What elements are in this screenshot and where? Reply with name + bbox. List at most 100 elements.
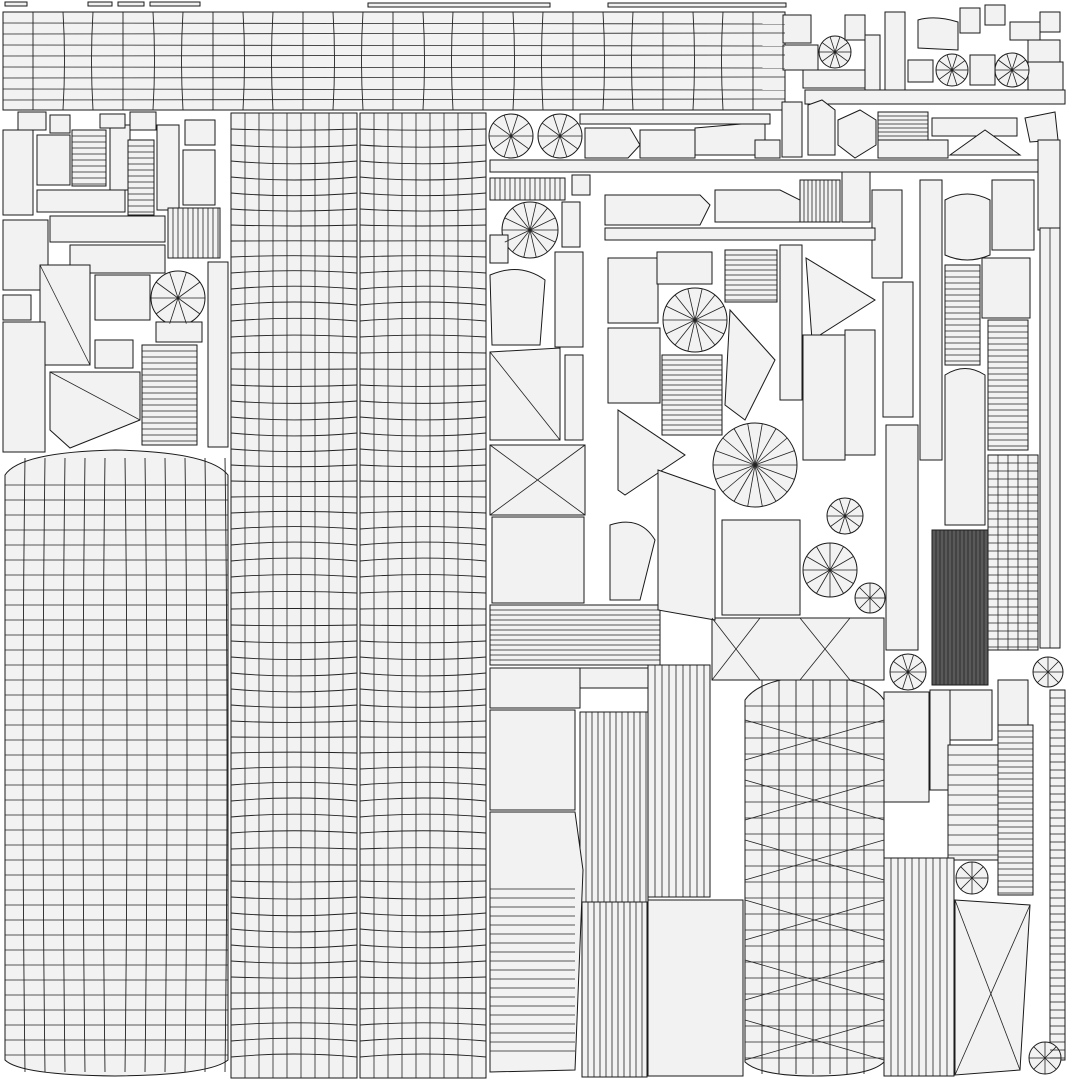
wire-curve [230,496,358,498]
wire-edge [829,556,854,571]
wire-edge [665,319,696,335]
wire-curve [631,11,634,111]
wire-curve [359,880,487,883]
wire-edge [617,409,686,456]
wire-curve [230,224,358,227]
wire-edge [844,515,860,527]
wire-curve [184,457,188,1073]
wire-curve [359,192,487,197]
wire-edge [829,569,854,584]
wire-edge [902,671,909,690]
wire-curve [62,11,65,111]
wire-edge [169,272,179,299]
wire-edge [694,319,716,346]
wire-curve [230,270,358,274]
wire-edge [829,36,836,53]
wire-curve [230,976,358,979]
wire-curve [359,797,487,802]
wire-edge [744,899,885,941]
wire-curve [359,384,487,387]
wire-edge [529,229,537,258]
wire-edge [744,839,885,881]
wire-edge [512,207,531,231]
wire-curve [230,830,358,834]
wire-edge [744,719,885,761]
wire-curve [230,464,358,468]
wire-curve [124,457,128,1073]
wire-curve [359,912,487,917]
wire-edge [49,371,141,421]
wire-edge [844,498,851,517]
wire-curve [359,496,487,498]
wire-curve [359,672,487,677]
wire-curve [359,557,487,562]
wire-curve [359,301,487,306]
wire-edge [954,904,1031,1076]
wire-edge [754,464,777,502]
wire-edge [715,464,756,480]
wire-edge [177,272,187,299]
wire-curve [230,574,358,578]
wire-curve [359,176,487,181]
wire-edge [1047,671,1059,683]
wire-edge [946,54,953,71]
wire-curve [359,720,487,723]
wire-curve [230,912,358,917]
wire-edge [744,1019,885,1061]
top-small-islands [4,1,787,8]
wire-edge [711,617,761,681]
wire-curve [230,1022,358,1026]
wire-edge [998,59,1013,71]
wire-curve [230,334,358,338]
wire-edge [492,135,512,150]
wire-edge [529,229,556,243]
wire-edge [155,297,179,315]
wire-edge [754,450,795,466]
wire-edge [1044,1046,1057,1059]
wireframe-edges [2,11,1065,1078]
wire-edge [504,229,531,243]
wire-edge [541,122,561,137]
wire-curve [230,813,358,818]
wire-curve [42,457,46,1073]
wire-curve [359,480,487,483]
wire-curve [102,457,106,1073]
wire-curve [271,11,274,111]
wire-edge [694,319,703,352]
wire-curve [359,351,487,354]
wire-curve [359,960,487,964]
wire-curve [359,766,487,770]
wire-edge [529,202,537,231]
wire-edge [687,319,696,352]
wire-edge [559,135,568,158]
wire-curve [230,928,358,933]
wire-edge [489,351,561,441]
wire-edge [1037,661,1049,673]
wire-edge [844,515,851,534]
wire-edge [722,437,756,466]
wire-curve [230,640,358,644]
wire-edge [687,288,696,321]
wire-curve [230,847,358,850]
wire-curve [230,944,358,949]
wire-edge [733,464,756,502]
wire-edge [893,661,909,673]
wire-curve [359,1037,487,1042]
wire-edge [1006,69,1013,87]
wire-edge [1006,53,1013,71]
wire-curve [359,416,487,421]
wire-curve [721,11,724,111]
wire-curve [230,176,358,181]
wire-edge [799,617,851,681]
wire-edge [559,114,568,137]
wire-curve [359,270,487,274]
wire-edge [747,423,756,466]
wire-edge [805,257,876,301]
wire-edge [503,135,512,158]
wire-edge [523,229,531,258]
wire-curve [359,896,487,900]
wire-edge [1033,1046,1046,1059]
wire-edge [834,51,849,62]
wire-edge [869,587,881,599]
wire-edge [529,207,548,231]
